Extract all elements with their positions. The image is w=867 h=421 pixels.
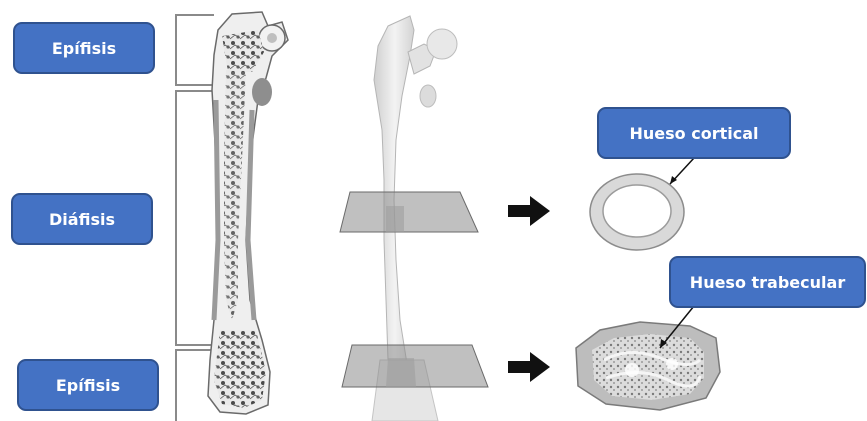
arrow-right-icon — [508, 352, 550, 382]
label-diafisis: Diáfisis — [11, 193, 153, 245]
label-epifisis-top: Epífisis — [13, 22, 155, 74]
pointer-cortical — [670, 158, 694, 184]
trabecular-cross-section — [576, 322, 720, 410]
cutting-plane-upper — [340, 192, 478, 232]
label-hueso-cortical: Hueso cortical — [597, 107, 791, 159]
bracket-epifisis-top — [176, 15, 214, 85]
arrow-right-icon — [508, 196, 550, 226]
cutting-plane-lower — [342, 345, 488, 387]
femur-section-illustration — [208, 12, 288, 414]
bracket-diafisis — [176, 91, 214, 345]
cortical-cross-section — [590, 174, 684, 250]
label-epifisis-bottom: Epífisis — [17, 359, 159, 411]
label-hueso-trabecular: Hueso trabecular — [669, 256, 866, 308]
